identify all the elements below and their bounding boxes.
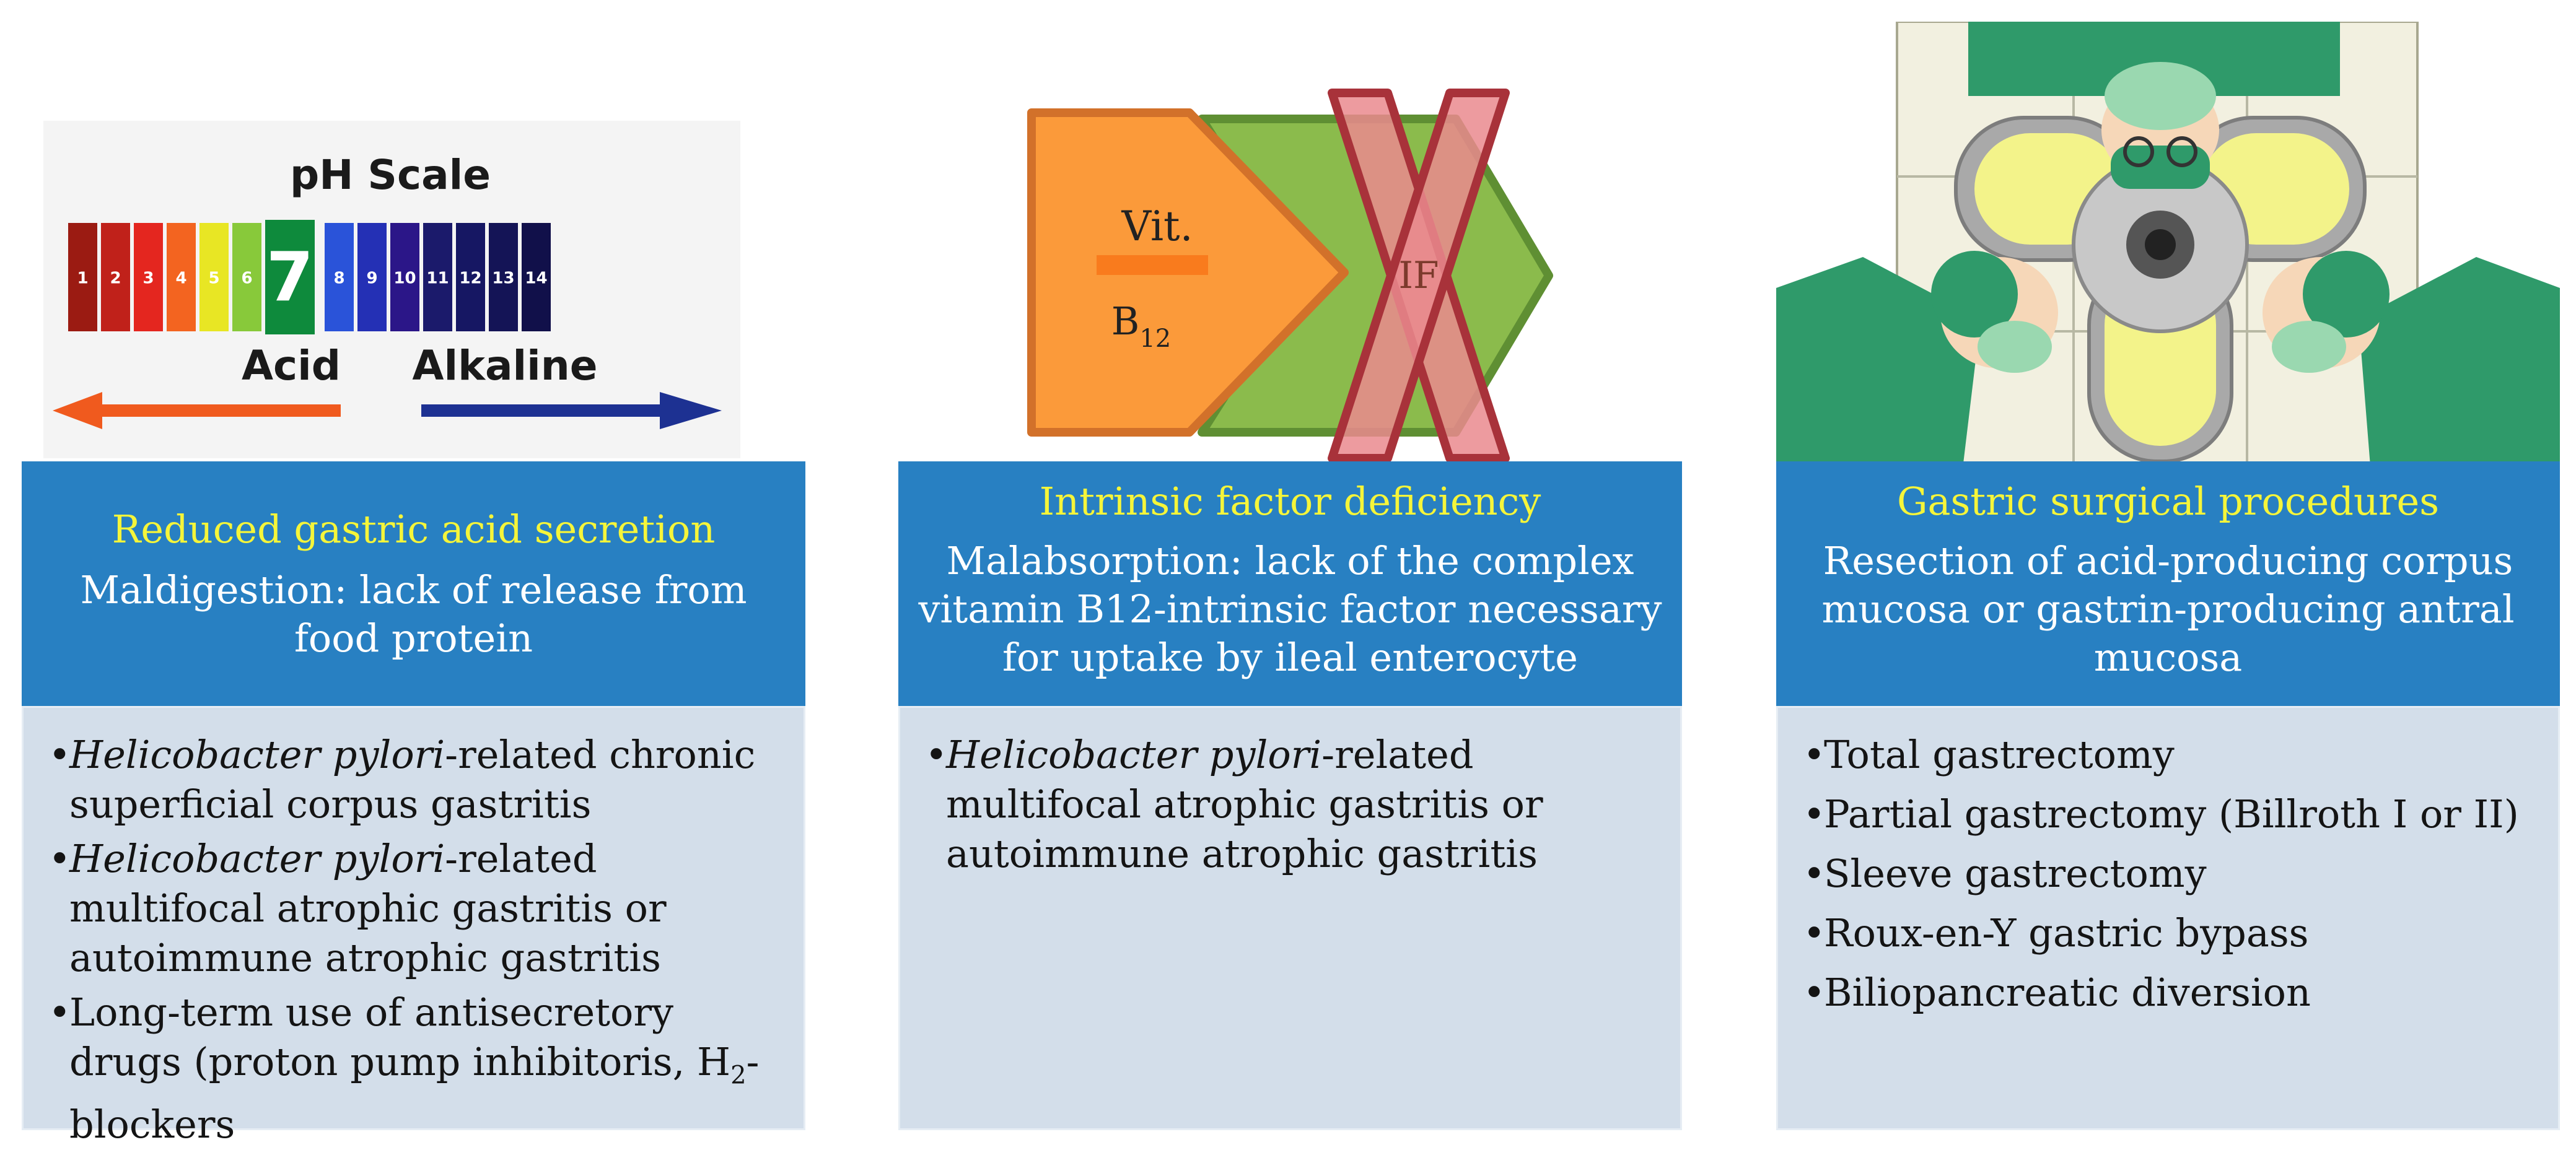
acid-label: Acid: [242, 342, 341, 390]
ph-bar-label: 1: [77, 269, 88, 288]
ph-bar-label: 2: [110, 269, 121, 288]
header-intrinsic-factor: Intrinsic factor deficiency Malabsorptio…: [898, 461, 1682, 706]
ph-scale-title: pH Scale: [290, 151, 491, 199]
ph-bar-label: 3: [142, 269, 154, 288]
list-item: •Partial gastrectomy (Billroth I or II): [1803, 791, 2519, 837]
list-item: •Biliopancreatic diversion: [1803, 970, 2311, 1015]
ph-bar-6: [232, 223, 261, 331]
b12-label: B12: [1111, 298, 1171, 353]
vitamin-b12-arrow-icon: [1027, 108, 1349, 437]
ph-bar-label: 12: [459, 269, 481, 288]
ph-bar-label: 14: [525, 269, 547, 288]
ph-bar-label: 4: [175, 269, 186, 288]
surgeons-icon: [1776, 20, 2560, 475]
list-item: • Long-term use of antisecretory drugs (…: [48, 990, 760, 1148]
ph-bar-4: [167, 223, 196, 331]
ph-bar-14: [522, 223, 551, 331]
ph-bar-11: [423, 223, 452, 331]
ph-bar-label: 13: [492, 269, 514, 288]
ph-bar-5: [199, 223, 229, 331]
header-subtitle: Maldigestion: lack of release from food …: [80, 567, 747, 661]
ph-bar-2: [101, 223, 130, 331]
ph-bar-label: 5: [208, 269, 219, 288]
ph-bar-8: [325, 223, 354, 331]
if-label: IF: [1398, 254, 1439, 297]
ph-bar-10: [390, 223, 419, 331]
ph-bar-label: 10: [393, 269, 416, 288]
acid-arrow-icon: [53, 392, 341, 429]
column-intrinsic-factor: Vit. B12 IF Intrinsic factor deficiency …: [898, 0, 1682, 1150]
list-item: • Helicobacter pylori-related multifocal…: [48, 836, 667, 980]
ph-bar-7: [265, 220, 315, 334]
alkaline-label: Alkaline: [412, 342, 597, 390]
ph-bar-1: [68, 223, 97, 331]
list-item: •Total gastrectomy: [1803, 732, 2175, 777]
list-item: • Helicobacter pylori-related chronic su…: [48, 732, 756, 827]
ph-bar-13: [489, 223, 518, 331]
vit-label: Vit.: [1121, 203, 1193, 250]
ph-bar-3: [134, 223, 163, 331]
cross-icon: [1328, 89, 1510, 463]
alkaline-arrow-icon: [421, 392, 722, 429]
ph-bar-label: 11: [426, 269, 449, 288]
header-title: Intrinsic factor deficiency: [1039, 479, 1541, 524]
list-item: • Helicobacter pylori-related multifocal…: [925, 732, 1543, 876]
header-title: Gastric surgical procedures: [1896, 479, 2440, 524]
surgeons-image: [1776, 20, 2560, 475]
ph-bar-label: 7: [266, 238, 314, 317]
header-gastric-surgery: Gastric surgical procedures Resection of…: [1776, 461, 2560, 706]
column-gastric-surgery: Gastric surgical procedures Resection of…: [1776, 0, 2560, 1150]
causes-list: • Helicobacter pylori-related multifocal…: [898, 706, 1682, 1130]
header-reduced-acid: Reduced gastric acid secretion Maldigest…: [22, 461, 805, 706]
header-subtitle: Resection of acid-producing corpus mucos…: [1821, 538, 2515, 680]
list-item: •Sleeve gastrectomy: [1803, 851, 2207, 896]
ph-bar-label: 6: [241, 269, 252, 288]
ph-bar-label: 9: [366, 269, 377, 288]
list-item: •Roux-en-Y gastric bypass: [1803, 910, 2309, 956]
ph-bar-label: 8: [333, 269, 344, 288]
header-subtitle: Malabsorption: lack of the complex vitam…: [918, 538, 1662, 680]
procedures-list: •Total gastrectomy •Partial gastrectomy …: [1776, 706, 2560, 1130]
ph-bar-9: [357, 223, 387, 331]
vitamin-if-image: Vit. B12 IF: [898, 74, 1682, 464]
header-title: Reduced gastric acid secretion: [112, 506, 716, 552]
ph-bar-12: [456, 223, 485, 331]
causes-list: • Helicobacter pylori-related chronic su…: [22, 706, 805, 1147]
